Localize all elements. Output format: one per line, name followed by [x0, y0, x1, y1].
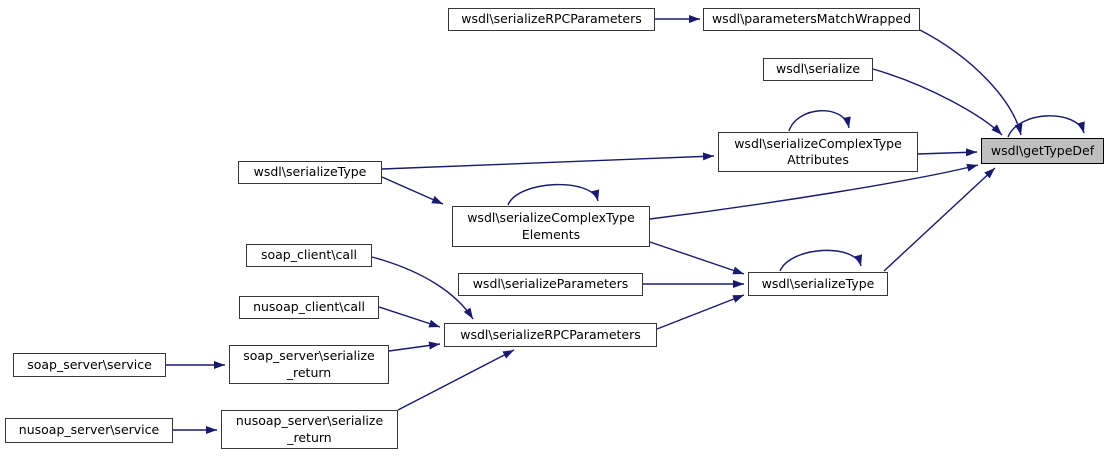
- edge-elements-to-gettypedef: [649, 163, 979, 220]
- node-wsdl-serializerpcparameters-top[interactable]: wsdl\serializeRPCParameters: [448, 8, 655, 31]
- edge-serializetype-left-to-elements: [381, 176, 444, 205]
- edge-nusoapclientcall-to-rpcparams-bottom: [378, 306, 441, 328]
- edge-elements-to-serializetype-right: [649, 241, 745, 275]
- node-soapserver-serializereturn[interactable]: soap_server\serialize _return: [229, 345, 389, 384]
- node-nusoapserver-service[interactable]: nusoap_server\service: [5, 418, 173, 443]
- node-wsdl-parametersmatchwrapped[interactable]: wsdl\parametersMatchWrapped: [703, 8, 920, 31]
- node-wsdl-serializecomplextypeattributes[interactable]: wsdl\serializeComplexType Attributes: [718, 132, 918, 172]
- edge-nusoapserializereturn-to-rpcparams-bottom: [397, 349, 515, 411]
- edge-serializetype-left-to-attributes: [381, 152, 715, 170]
- edge-serialize-to-gettypedef: [872, 68, 1003, 136]
- edge-gettypedef-self-loop: [1007, 115, 1085, 138]
- edge-parametersmatchwrapped-to-gettypedef: [919, 29, 1023, 136]
- edge-serializetype-right-self-loop: [779, 249, 863, 272]
- edge-soapserializereturn-to-rpcparams-bottom: [388, 341, 441, 352]
- node-wsdl-serializeparameters[interactable]: wsdl\serializeParameters: [458, 273, 643, 296]
- node-wsdl-serializerpcparameters-bottom[interactable]: wsdl\serializeRPCParameters: [444, 323, 657, 347]
- edge-attributes-to-gettypedef: [917, 148, 978, 157]
- node-soapclient-call[interactable]: soap_client\call: [246, 244, 372, 267]
- edge-elements-self-loop: [507, 183, 600, 206]
- node-wsdl-serializetype-left[interactable]: wsdl\serializeType: [238, 161, 382, 184]
- node-wsdl-gettypedef[interactable]: wsdl\getTypeDef: [981, 138, 1104, 164]
- node-nusoapclient-call[interactable]: nusoap_client\call: [239, 296, 379, 319]
- edge-attributes-self-loop: [788, 110, 851, 132]
- node-soapserver-service[interactable]: soap_server\service: [13, 353, 166, 377]
- node-wsdl-serializecomplextypeelements[interactable]: wsdl\serializeComplexType Elements: [452, 206, 650, 247]
- node-wsdl-serializetype-right[interactable]: wsdl\serializeType: [748, 272, 888, 296]
- edge-rpcparams-bottom-to-serializetype-right: [656, 294, 745, 330]
- edge-soapclientcall-to-rpcparams-bottom: [371, 256, 474, 320]
- edge-serializetype-right-to-gettypedef: [883, 167, 996, 272]
- node-wsdl-serialize[interactable]: wsdl\serialize: [763, 58, 873, 81]
- node-nusoapserver-serializereturn[interactable]: nusoap_server\serialize _return: [221, 410, 398, 449]
